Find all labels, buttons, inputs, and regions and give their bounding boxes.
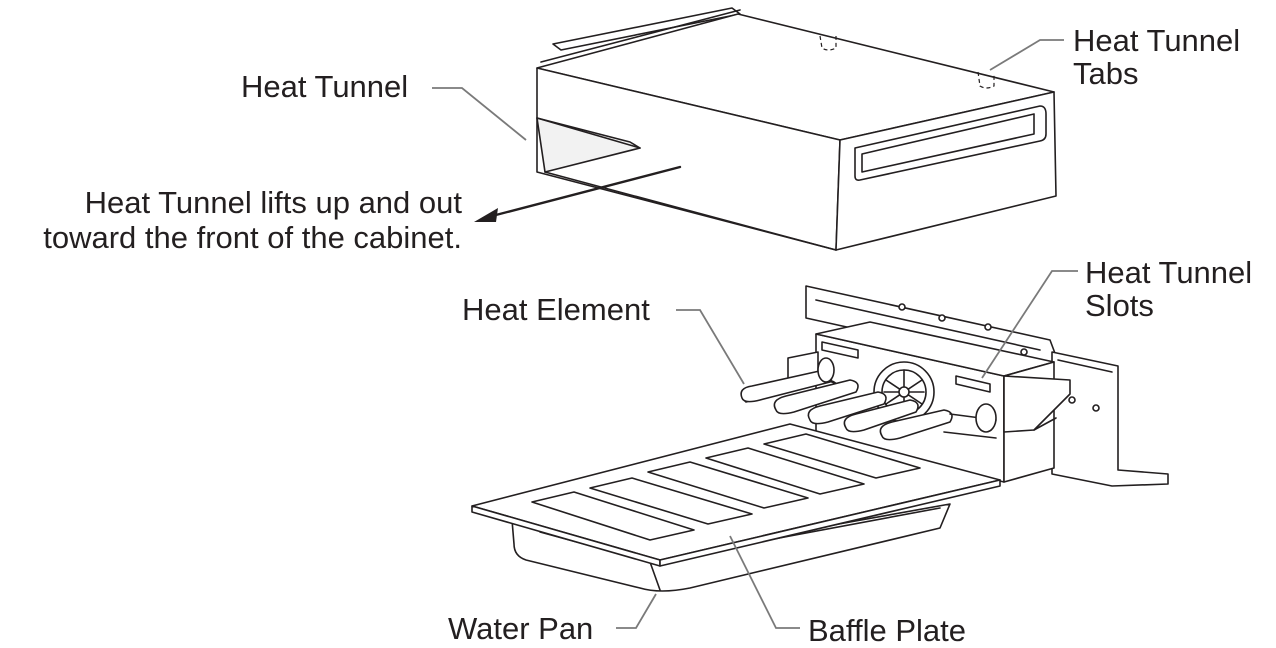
leader-heat-tunnel-tabs [989, 39, 1064, 71]
lift-direction-arrow [474, 165, 682, 222]
label-heat-tunnel-slots-line2: Slots [1085, 288, 1154, 323]
label-heat-tunnel-tabs-line1: Heat Tunnel [1073, 23, 1240, 58]
heater-assembly [740, 285, 1169, 487]
leader-heat-tunnel-slots [981, 270, 1078, 379]
heat-tunnel-cover [536, 7, 1057, 251]
leader-baffle-plate [729, 535, 800, 629]
label-heat-tunnel-tabs-line2: Tabs [1073, 56, 1138, 91]
label-heat-element: Heat Element [462, 292, 650, 327]
leader-lines [432, 39, 1078, 629]
label-water-pan: Water Pan [448, 611, 593, 646]
leader-heat-element [676, 309, 745, 385]
label-heat-tunnel: Heat Tunnel [241, 69, 408, 104]
heat-element-coils [740, 357, 997, 441]
label-baffle-plate: Baffle Plate [808, 613, 966, 648]
label-lift-note-line2: toward the front of the cabinet. [43, 220, 462, 255]
baffle-plate [471, 423, 1001, 567]
leader-heat-tunnel [432, 87, 527, 141]
label-lift-note-line1: Heat Tunnel lifts up and out [85, 185, 463, 220]
label-heat-tunnel-slots-line1: Heat Tunnel [1085, 255, 1252, 290]
leader-water-pan [616, 593, 657, 629]
